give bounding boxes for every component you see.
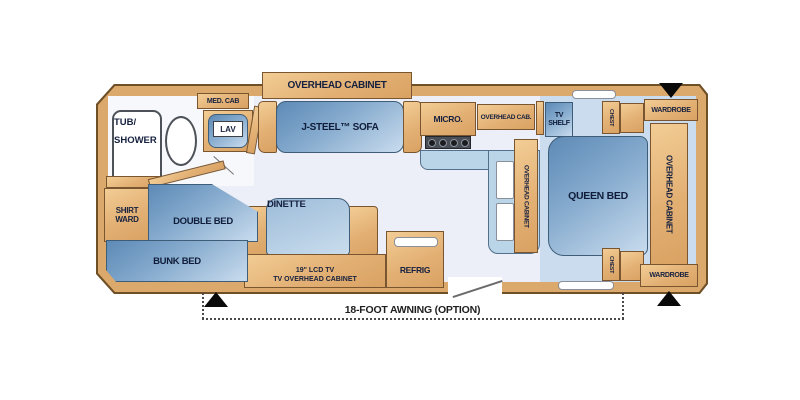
kitchen-partition-wall [536, 101, 544, 135]
microwave: MICRO. [420, 102, 476, 136]
marker-triangle-top-right-icon [659, 83, 683, 98]
rear-overhead-cabinet: OVERHEAD CABINET [650, 123, 688, 265]
window-bottom-wall [558, 281, 614, 290]
lav-label: LAV [213, 121, 243, 137]
tv-shelf-line2: SHELF [548, 119, 570, 127]
dinette-table: DINETTE [266, 198, 350, 256]
tv-shelf-line1: TV [554, 111, 564, 119]
awning-bracket-left [202, 293, 204, 319]
tv-shelf: TV SHELF [545, 102, 573, 137]
entry-door-opening [448, 277, 502, 297]
refrigerator-top [394, 237, 438, 247]
queen-bed: QUEEN BED [548, 136, 648, 256]
wardrobe-bottom: WARDROBE [640, 264, 698, 287]
window-top-wall [572, 90, 616, 99]
sink-basin-1 [496, 161, 514, 199]
toilet-icon [165, 116, 197, 166]
cabinet-top [620, 103, 644, 133]
awning-bracket-line [202, 318, 624, 320]
sink-basin-2 [496, 203, 514, 241]
tv-overhead-cabinet-label: TV OVERHEAD CABINET [273, 275, 357, 283]
tub-shower-label: TUB/ SHOWER [114, 117, 157, 146]
medicine-cabinet: MED. CAB [197, 93, 249, 109]
wardrobe-top: WARDROBE [644, 99, 698, 121]
range-burners-icon [425, 136, 471, 149]
marker-triangle-bottom-right-icon [657, 291, 681, 306]
galley-overhead-cabinet: OVERHEAD CABINET [514, 139, 538, 253]
shirt-ward-line1: SHIRT [115, 205, 139, 215]
bunk-bed: BUNK BED [106, 240, 248, 282]
awning-bracket-right [622, 293, 624, 319]
kitchen-counter-top [420, 150, 496, 170]
marker-triangle-bottom-left-icon [204, 292, 228, 307]
chest-bottom: CHEST [602, 248, 620, 281]
j-steel-sofa: J-STEEL™ SOFA [276, 101, 404, 153]
lcd-tv-label: 19" LCD TV [295, 267, 335, 274]
tv-overhead-cabinet-base: 19" LCD TV TV OVERHEAD CABINET [244, 254, 386, 288]
dinette-bench-right [348, 206, 378, 256]
overhead-cabinet-sofa: OVERHEAD CABINET [262, 72, 412, 99]
awning-label: 18-FOOT AWNING (OPTION) [344, 304, 481, 316]
shirt-wardrobe: SHIRT WARD [104, 188, 150, 242]
chest-top: CHEST [602, 101, 620, 134]
tub-shower: TUB/ SHOWER [112, 110, 162, 188]
overhead-cab: OVERHEAD CAB. [477, 104, 535, 130]
sofa-arm-left [258, 101, 277, 153]
shirt-ward-line2: WARD [115, 215, 139, 224]
